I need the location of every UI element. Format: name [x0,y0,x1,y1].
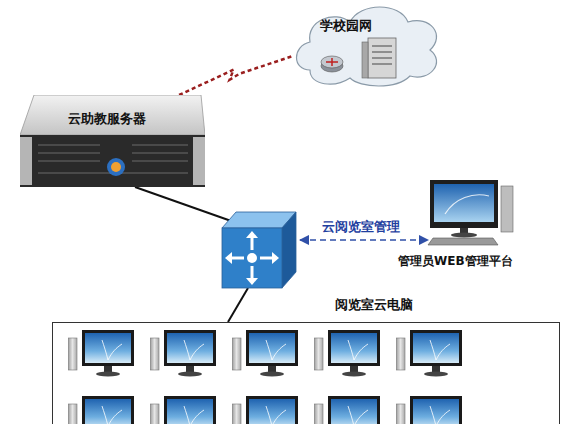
cloud-network: 学校园网 [290,0,440,88]
admin-pc: 管理员WEB管理平台 [385,178,525,273]
line-label: 云阅览室管理 [320,219,402,235]
management-arrow [300,239,428,241]
network-wire [135,187,234,222]
node-text: 云助教服务器 [68,111,146,127]
node-text: 阅览室云电脑 [335,297,413,313]
cloud-network-shape [290,0,440,88]
node-text: 管理员WEB管理平台 [398,254,513,268]
node-text: 学校园网 [320,18,372,34]
cloud-pc-icons [68,330,462,424]
network-wire [228,288,248,322]
server-rack-shape [20,95,205,187]
reading-room-area: 阅览室云电脑 [52,322,560,424]
switch-icon [222,212,296,288]
network-link [179,56,292,95]
server-rack: 云助教服务器 [20,95,205,187]
